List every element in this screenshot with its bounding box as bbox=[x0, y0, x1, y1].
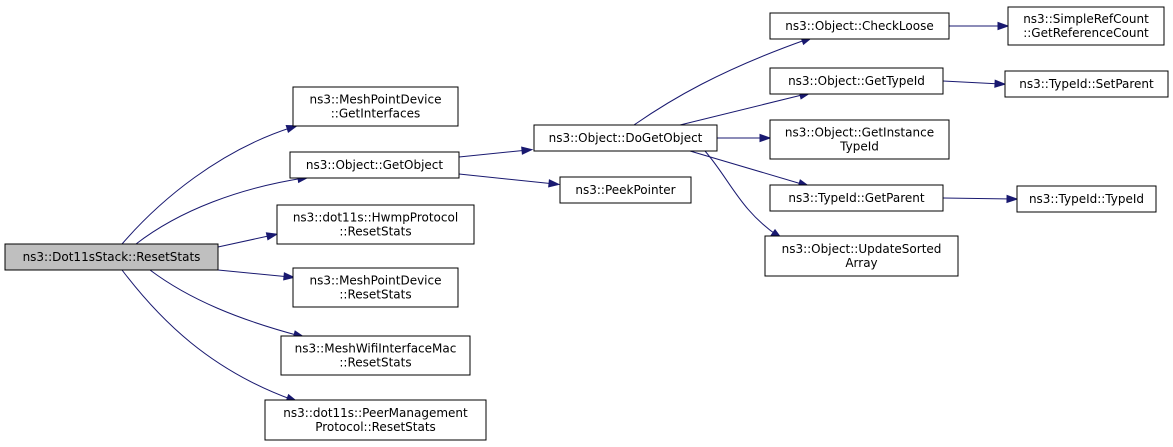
arrowhead bbox=[1006, 194, 1019, 204]
node-label: ns3::Object::GetInstance bbox=[785, 126, 934, 140]
node-label: ::ResetStats bbox=[339, 288, 411, 302]
node-label: ns3::dot11s::HwmpProtocol bbox=[293, 211, 458, 225]
arrowhead bbox=[283, 272, 296, 281]
node-label: ns3::Object::UpdateSorted bbox=[782, 242, 942, 256]
node-box bbox=[764, 235, 959, 277]
edge-checkloose-to-simplerefcount bbox=[949, 21, 1010, 31]
node-label: ns3::dot11s::PeerManagement bbox=[283, 406, 468, 420]
node-label: ns3::TypeId::TypeId bbox=[1029, 192, 1144, 206]
node-label: ns3::MeshPointDevice bbox=[309, 274, 441, 288]
call-nodes: ns3::Dot11sStack::ResetStatsns3::MeshPoi… bbox=[4, 6, 1169, 441]
arrowhead bbox=[548, 179, 561, 188]
node-label: ::GetInterfaces bbox=[331, 107, 420, 121]
node-box bbox=[769, 12, 950, 40]
arrowhead bbox=[285, 124, 299, 133]
node-label: ns3::MeshPointDevice bbox=[309, 93, 441, 107]
arrowhead bbox=[997, 21, 1010, 31]
edge-dogetobject-to-getinstance bbox=[717, 133, 772, 143]
node-label: ns3::SimpleRefCount bbox=[1023, 12, 1149, 26]
node-box bbox=[280, 335, 471, 376]
node-dogetobject[interactable]: ns3::Object::DoGetObject bbox=[533, 124, 718, 152]
node-label: ns3::Object::DoGetObject bbox=[549, 131, 703, 145]
edge-root-to-hwmp bbox=[217, 232, 279, 248]
node-label: ns3::Object::GetObject bbox=[306, 158, 444, 172]
node-box bbox=[292, 86, 459, 127]
arrowhead bbox=[521, 146, 534, 155]
node-box bbox=[4, 243, 219, 271]
edge-getobject-to-dogetobject bbox=[458, 146, 534, 158]
node-box bbox=[769, 119, 950, 160]
node-box bbox=[769, 67, 944, 95]
node-label: Array bbox=[845, 256, 877, 270]
arrowhead bbox=[265, 232, 279, 241]
arrowhead bbox=[994, 79, 1007, 88]
node-mpd_reset[interactable]: ns3::MeshPointDevice::ResetStats bbox=[292, 267, 459, 308]
node-label: ns3::MeshWifiInterfaceMac bbox=[295, 342, 457, 356]
node-label: ns3::Object::GetTypeId bbox=[788, 74, 925, 88]
node-box bbox=[1004, 70, 1169, 98]
node-label: Protocol::ResetStats bbox=[315, 420, 436, 434]
node-peer[interactable]: ns3::dot11s::PeerManagementProtocol::Res… bbox=[264, 399, 487, 441]
node-label: ns3::Dot11sStack::ResetStats bbox=[23, 250, 201, 264]
node-label: TypeId bbox=[839, 140, 879, 154]
node-checkloose[interactable]: ns3::Object::CheckLoose bbox=[769, 12, 950, 40]
node-box bbox=[276, 204, 475, 245]
node-box bbox=[769, 184, 944, 212]
node-mwim[interactable]: ns3::MeshWifiInterfaceMac::ResetStats bbox=[280, 335, 471, 376]
node-label: ns3::Object::CheckLoose bbox=[785, 19, 933, 33]
node-simplerefcount[interactable]: ns3::SimpleRefCount::GetReferenceCount bbox=[1007, 6, 1165, 46]
arrowhead bbox=[759, 133, 772, 143]
edge-root-to-mpd_getif bbox=[121, 124, 299, 245]
edge-root-to-mpd_reset bbox=[217, 269, 296, 281]
node-getparent[interactable]: ns3::TypeId::GetParent bbox=[769, 184, 944, 212]
node-label: ns3::TypeId::GetParent bbox=[788, 191, 924, 205]
node-setparent[interactable]: ns3::TypeId::SetParent bbox=[1004, 70, 1169, 98]
edge-getobject-to-peekpointer bbox=[458, 173, 561, 188]
edge-root-to-peer bbox=[121, 269, 299, 402]
node-hwmp[interactable]: ns3::dot11s::HwmpProtocol::ResetStats bbox=[276, 204, 475, 245]
node-label: ::GetReferenceCount bbox=[1023, 26, 1149, 40]
node-box bbox=[264, 399, 487, 441]
node-box bbox=[559, 176, 692, 204]
node-box bbox=[533, 124, 718, 152]
node-label: ns3::PeekPointer bbox=[575, 183, 675, 197]
edge-getparent-to-typeid bbox=[942, 194, 1019, 204]
node-peekpointer[interactable]: ns3::PeekPointer bbox=[559, 176, 692, 204]
node-getobject[interactable]: ns3::Object::GetObject bbox=[289, 151, 460, 179]
node-root[interactable]: ns3::Dot11sStack::ResetStats bbox=[4, 243, 219, 271]
node-box bbox=[289, 151, 460, 179]
node-gettypeid[interactable]: ns3::Object::GetTypeId bbox=[769, 67, 944, 95]
node-label: ::ResetStats bbox=[339, 225, 411, 239]
node-box bbox=[292, 267, 459, 308]
node-box bbox=[1016, 185, 1157, 213]
node-label: ::ResetStats bbox=[339, 356, 411, 370]
node-typeid[interactable]: ns3::TypeId::TypeId bbox=[1016, 185, 1157, 213]
node-mpd_getif[interactable]: ns3::MeshPointDevice::GetInterfaces bbox=[292, 86, 459, 127]
node-label: ns3::TypeId::SetParent bbox=[1019, 77, 1154, 91]
edge-gettypeid-to-setparent bbox=[942, 79, 1007, 88]
node-box bbox=[1007, 6, 1165, 46]
